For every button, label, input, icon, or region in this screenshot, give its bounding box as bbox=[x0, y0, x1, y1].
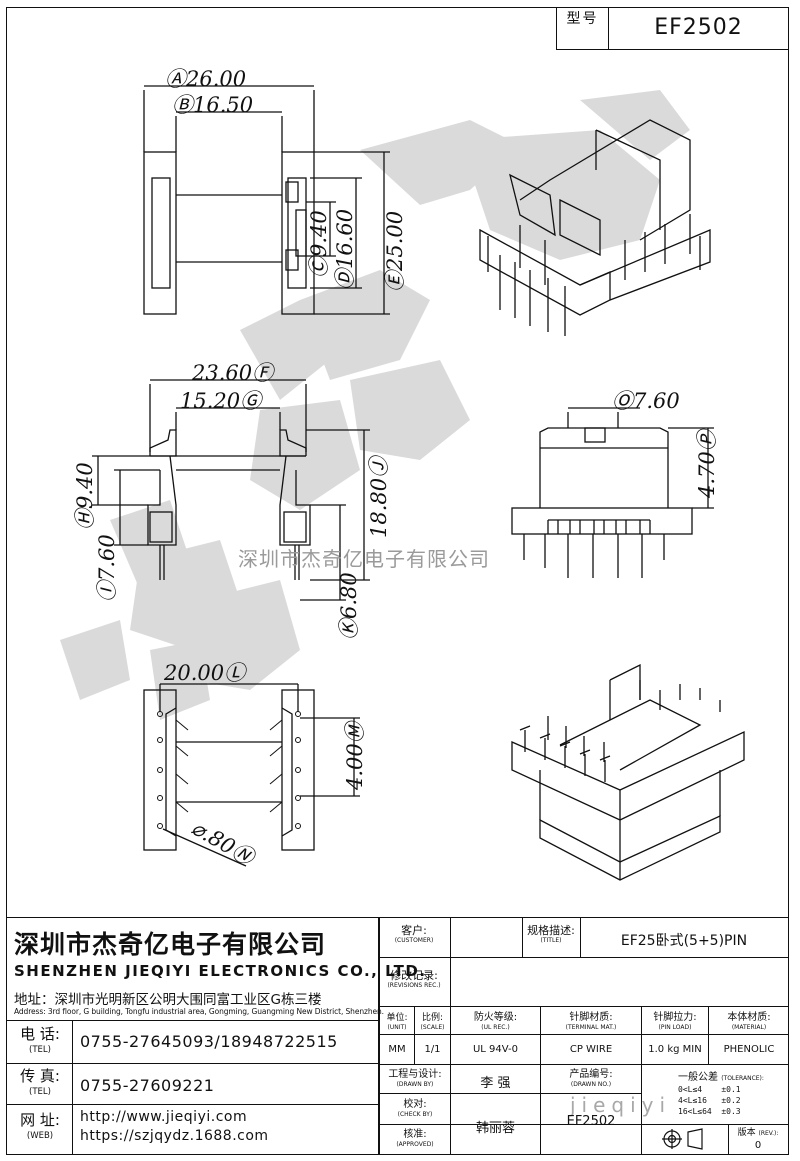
material-label: 本体材质:(MATERIAL) bbox=[727, 1012, 771, 1031]
dimension-labels: Ⓐ26.00 Ⓑ16.50 Ⓒ9.40 Ⓓ16.60 Ⓔ25.00 23.60Ⓕ… bbox=[73, 67, 719, 872]
dim-h: Ⓗ9.40 bbox=[73, 462, 97, 530]
tel-label: 电 话:(TEL) bbox=[20, 1025, 60, 1055]
tolerance-label: 一般公差 (TOLERANCE): bbox=[678, 1072, 764, 1083]
dim-g: 15.20Ⓖ bbox=[180, 389, 264, 413]
revision-value: 0 bbox=[754, 1140, 762, 1151]
dim-l: 20.00Ⓛ bbox=[163, 661, 248, 685]
web-watermark: jieqiyi bbox=[570, 1093, 672, 1117]
drawn-value: 李 强 bbox=[480, 1076, 511, 1091]
dim-j: 18.80Ⓙ bbox=[367, 454, 391, 538]
dim-a: Ⓐ26.00 bbox=[165, 67, 246, 91]
model-label: 型号 bbox=[556, 8, 608, 50]
web-label: 网 址:(WEB) bbox=[20, 1111, 60, 1141]
drawno-label: 产品编号:(DRAWN NO.) bbox=[569, 1069, 613, 1088]
check-label: 校对:(CHECK BY) bbox=[397, 1099, 433, 1118]
scale-value: 1/1 bbox=[424, 1044, 441, 1055]
dim-k: Ⓚ6.80 bbox=[337, 572, 361, 640]
revision-label: 版本 (REV.): bbox=[737, 1128, 779, 1138]
side-view bbox=[511, 407, 714, 578]
company-address-en: Address: 3rd floor, G building, Tongfu i… bbox=[14, 1007, 384, 1016]
scale-label: 比例:(SCALE) bbox=[420, 1013, 445, 1031]
dim-e: Ⓔ25.00 bbox=[383, 211, 407, 292]
text-watermark: 深圳市杰奇亿电子有限公司 bbox=[238, 547, 490, 571]
title-block bbox=[6, 917, 789, 1155]
company-name-en: SHENZHEN JIEQIYI ELECTRONICS CO., LTD. bbox=[14, 962, 427, 980]
drawno-value: EF2502 bbox=[566, 1114, 616, 1129]
dim-n: ⌀.80Ⓝ bbox=[188, 816, 261, 872]
bottom-view bbox=[143, 683, 360, 867]
company-address-cn: 地址：深圳市光明新区公明大围同富工业区G栋三楼 bbox=[14, 992, 322, 1008]
projection-symbol-icon bbox=[662, 1128, 703, 1150]
company-name-cn: 深圳市杰奇亿电子有限公司 bbox=[14, 930, 327, 959]
top-view bbox=[143, 85, 390, 315]
engineering-drawing bbox=[92, 85, 745, 881]
dim-d: Ⓓ16.60 bbox=[333, 209, 357, 290]
title-value: EF25卧式(5+5)PIN bbox=[620, 933, 748, 949]
dim-o: Ⓞ7.60 bbox=[612, 389, 680, 413]
drawing-frame bbox=[6, 7, 789, 1155]
dim-p: 4.70Ⓟ bbox=[695, 427, 719, 499]
revisions-label: 修改记录:(REVISIONS REC.) bbox=[387, 969, 441, 990]
terminal-value: CP WIRE bbox=[569, 1044, 613, 1055]
title-label: 规格描述:(TITLE) bbox=[527, 924, 575, 945]
ul-label: 防火等级:(UL REC.) bbox=[473, 1012, 518, 1031]
drawn-label: 工程与设计:(DRAWN BY) bbox=[388, 1069, 442, 1088]
isometric-view-top bbox=[479, 119, 711, 336]
approved-value: 韩丽蓉 bbox=[475, 1121, 515, 1136]
logo-watermark bbox=[60, 90, 690, 720]
fax-number: 0755-27609221 bbox=[80, 1076, 215, 1095]
unit-label: 单位:(UNIT) bbox=[386, 1013, 408, 1031]
dim-b: Ⓑ16.50 bbox=[172, 93, 253, 117]
shop-link[interactable]: https://szjqydz.1688.com bbox=[80, 1128, 269, 1144]
material-value: PHENOLIC bbox=[723, 1044, 775, 1055]
approved-label: 核准:(APPROVED) bbox=[396, 1129, 434, 1148]
customer-label: 客户:(CUSTOMER) bbox=[394, 924, 434, 945]
website-link[interactable]: http://www.jieqiyi.com bbox=[80, 1109, 248, 1125]
pinload-value: 1.0 kg MIN bbox=[648, 1044, 702, 1055]
fax-label: 传 真:(TEL) bbox=[20, 1067, 60, 1097]
dim-f: 23.60Ⓕ bbox=[191, 361, 276, 385]
ul-value: UL 94V-0 bbox=[472, 1044, 519, 1055]
dim-c: Ⓒ9.40 bbox=[307, 210, 331, 278]
dim-i: Ⓘ7.60 bbox=[95, 534, 119, 602]
terminal-label: 针脚材质:(TERMINAL MAT.) bbox=[565, 1012, 617, 1031]
front-view bbox=[92, 379, 370, 601]
pinload-label: 针脚拉力:(PIN LOAD) bbox=[653, 1012, 697, 1031]
dim-m: 4.00Ⓜ bbox=[343, 719, 367, 791]
tel-number: 0755-27645093/18948722515 bbox=[80, 1032, 338, 1051]
unit-value: MM bbox=[388, 1044, 406, 1055]
isometric-view-bottom bbox=[511, 663, 745, 881]
model-number: EF2502 bbox=[608, 8, 788, 50]
